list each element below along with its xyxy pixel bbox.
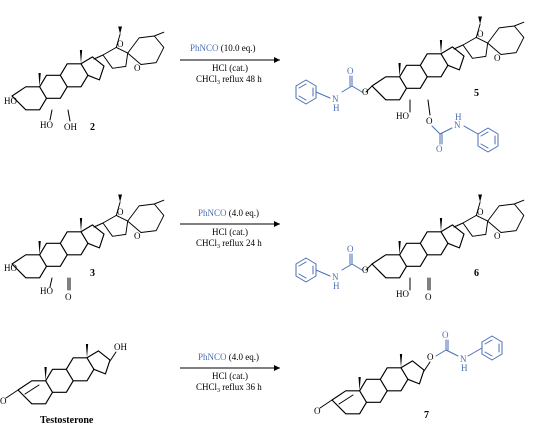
compound-3-structure: O O HO HO O [4, 194, 165, 302]
nitrogen-label: N [332, 94, 339, 104]
ketone-oxygen-label: O [0, 396, 7, 406]
oxygen-label: O [477, 207, 484, 217]
oxygen-label: O [426, 116, 433, 126]
ketone-oxygen-label: O [65, 292, 72, 302]
nitrogen-label: N [454, 120, 461, 130]
catalyst-line-3: HCl (cat.) [212, 371, 248, 381]
hydroxyl-label: HO [40, 120, 53, 130]
hydroxyl-label: OH [114, 342, 127, 352]
compound-label-testosterone: Testosterone [40, 415, 94, 426]
ketone-oxygen-label: O [425, 292, 432, 302]
oxygen-label: O [134, 63, 141, 73]
hydroxyl-label: HO [396, 289, 409, 299]
solvent-line-1: CHCl3 reflux 48 h [196, 74, 262, 86]
compound-5-structure: O O O O N H HO O O N H [295, 16, 525, 154]
carbonyl-oxygen-label: O [347, 66, 354, 76]
compound-2-structure: HO HO OH O O [4, 26, 165, 132]
compound-label-6: 6 [474, 268, 479, 279]
oxygen-label: O [494, 231, 501, 241]
nitrogen-label: N [332, 272, 339, 282]
hydrogen-label: H [333, 281, 340, 291]
oxygen-label: O [134, 231, 141, 241]
solvent-line-2: CHCl3 reflux 24 h [196, 238, 262, 250]
compound-label-3: 3 [90, 268, 95, 279]
compound-label-7: 7 [424, 410, 429, 421]
carbonyl-oxygen-label: O [436, 144, 443, 154]
compound-label-5: 5 [474, 88, 479, 99]
hydroxyl-label: HO [4, 96, 17, 106]
hydrogen-label: H [333, 103, 340, 113]
carbonyl-oxygen-label: O [347, 244, 354, 254]
nitrogen-label: N [460, 354, 467, 364]
oxygen-label: O [477, 29, 484, 39]
hydrogen-label: H [455, 112, 462, 122]
testosterone-structure: O OH [0, 342, 127, 406]
reagent-line-2: PhNCO (4.0 eq.) [198, 208, 259, 218]
compound-label-2: 2 [90, 122, 95, 133]
solvent-line-3: CHCl3 reflux 36 h [196, 382, 262, 394]
compound-7-structure: O O O N H [314, 330, 503, 416]
reagent-line-1: PhNCO (10.0 eq.) [190, 43, 256, 53]
compound-6-structure: O O O O N H HO O [295, 194, 525, 302]
catalyst-line-1: HCl (cat.) [212, 63, 248, 73]
oxygen-label: O [117, 207, 124, 217]
reagent-line-3: PhNCO (4.0 eq.) [198, 352, 259, 362]
hydroxyl-label: HO [396, 111, 409, 121]
oxygen-label: O [494, 53, 501, 63]
oxygen-label: O [427, 352, 434, 362]
hydroxyl-label: HO [40, 286, 53, 296]
oxygen-label: O [117, 39, 124, 49]
catalyst-line-2: HCl (cat.) [212, 227, 248, 237]
hydroxyl-label: OH [64, 122, 77, 132]
hydrogen-label: H [461, 363, 468, 373]
ketone-oxygen-label: O [314, 406, 321, 416]
hydroxyl-label: HO [4, 263, 17, 273]
carbonyl-oxygen-label: O [442, 330, 449, 340]
